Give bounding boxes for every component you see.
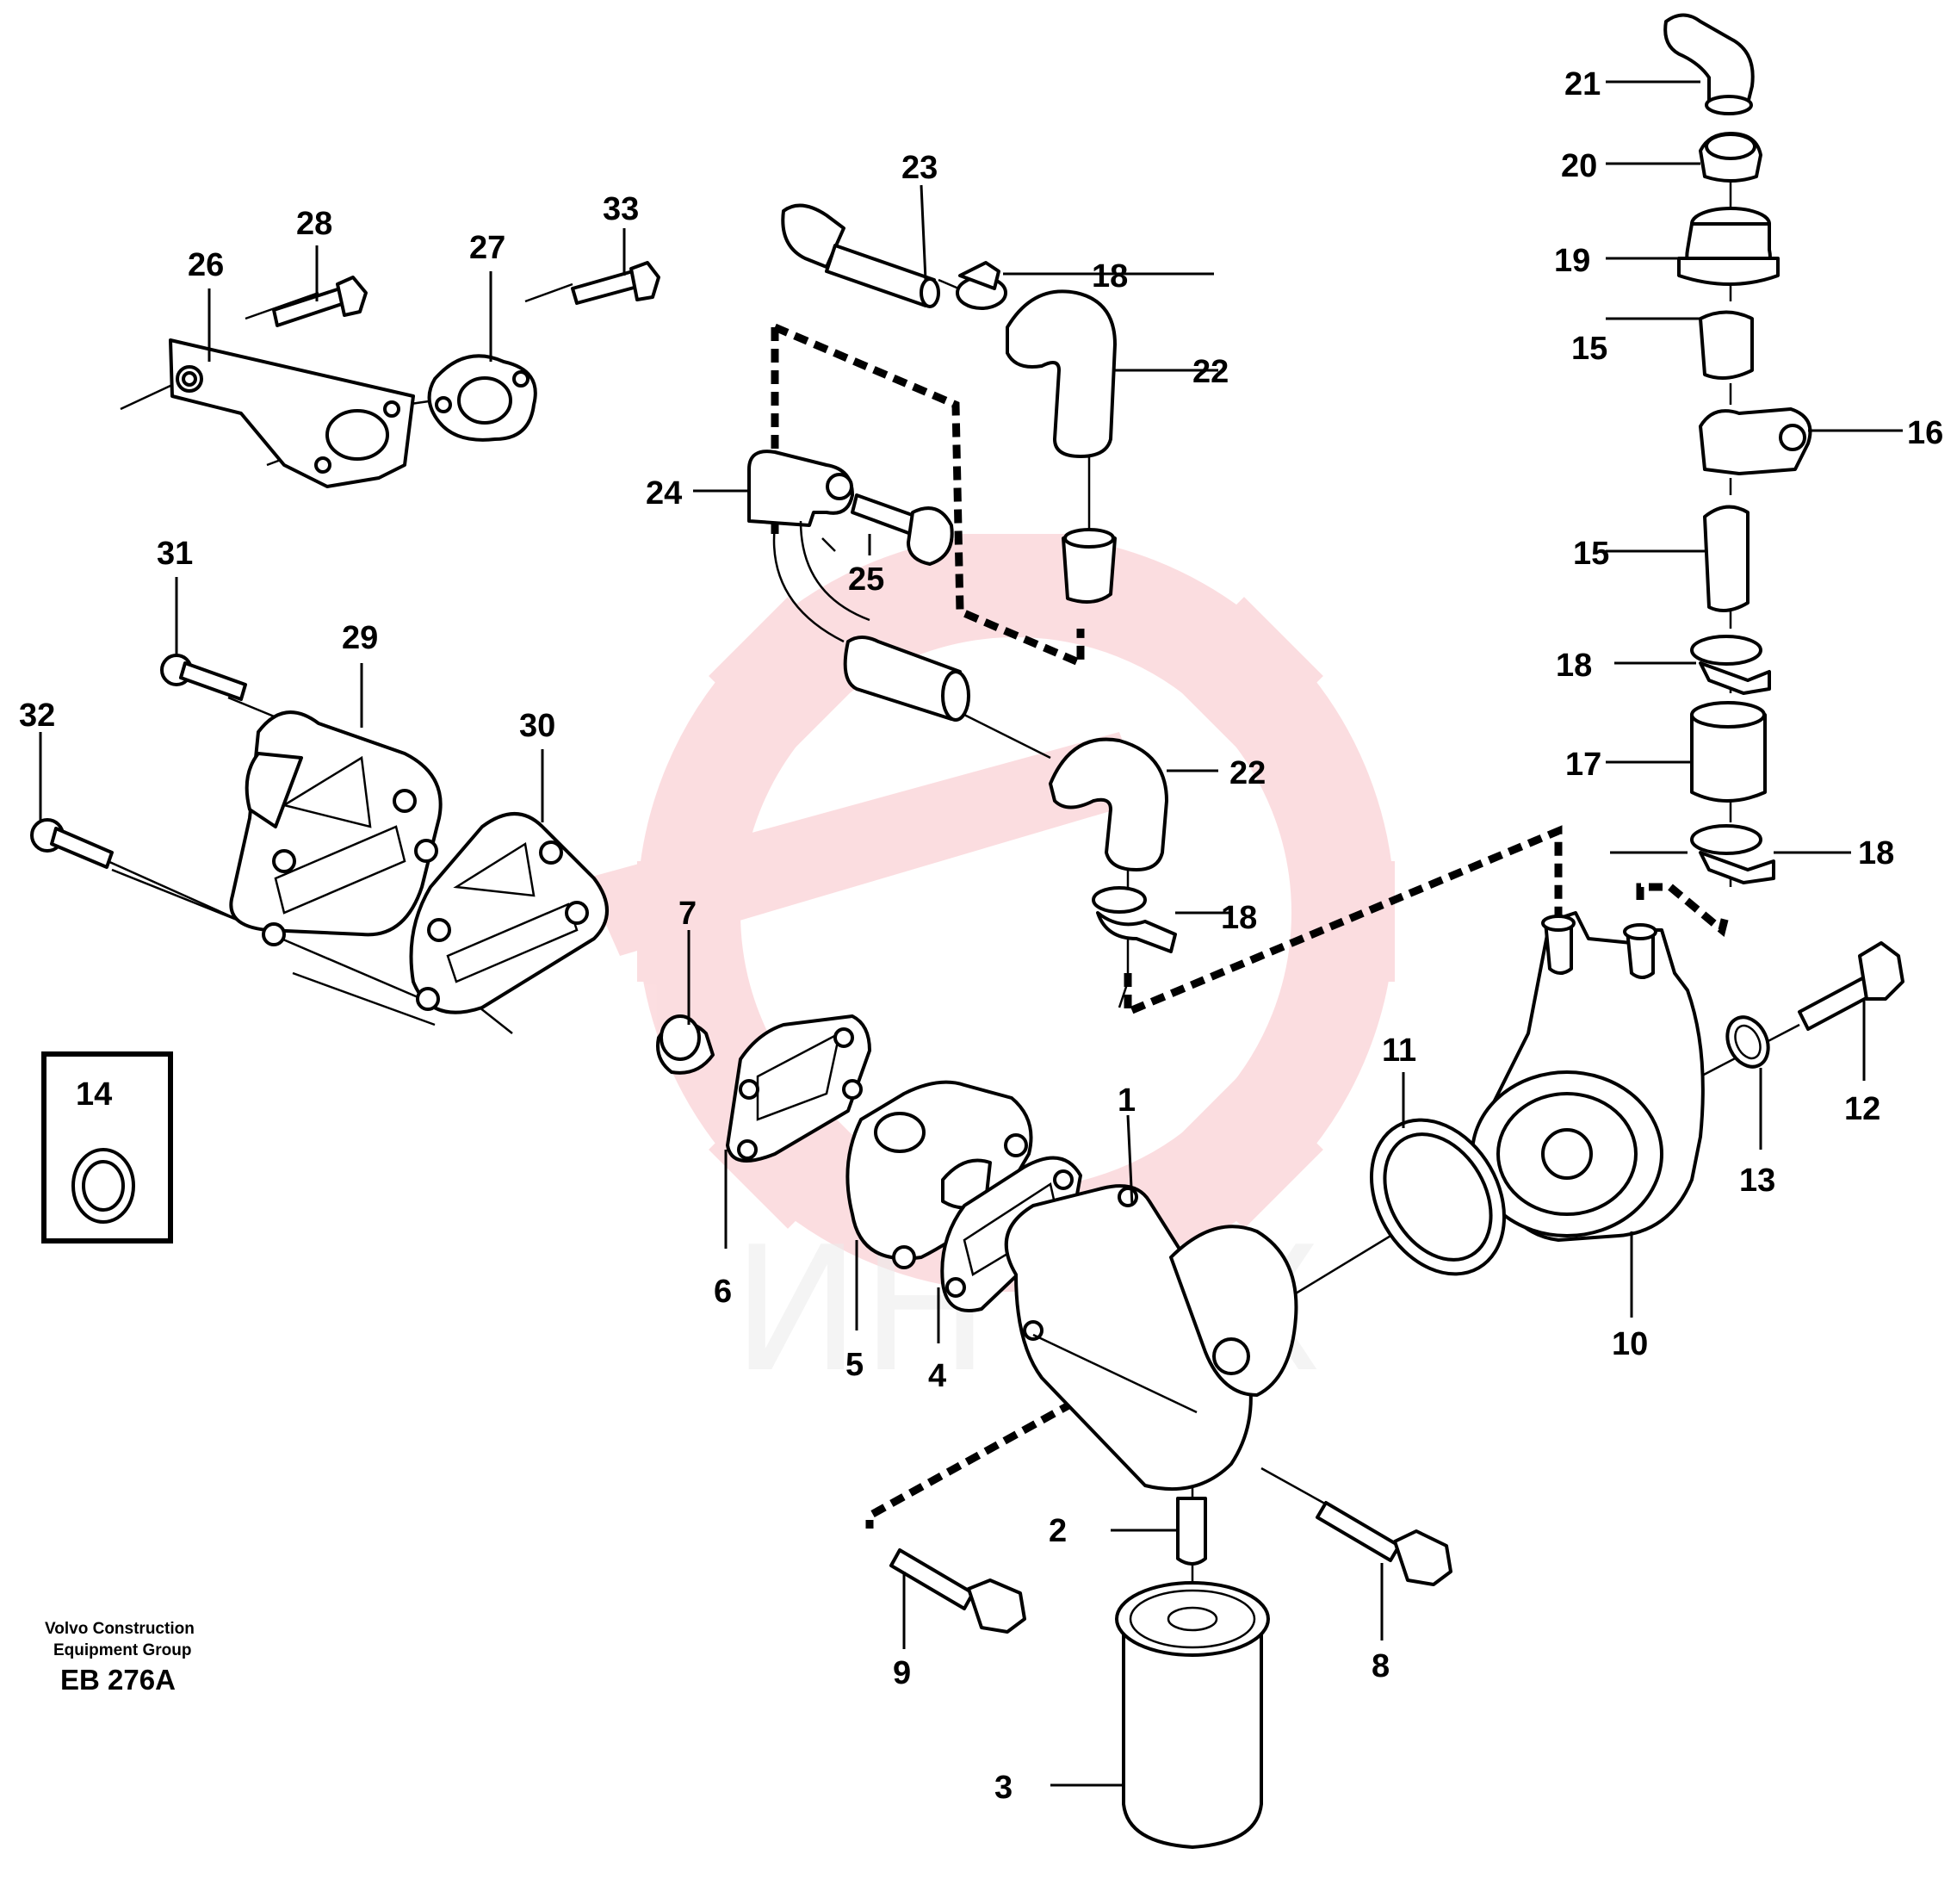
callout-8: 8 [1372, 1648, 1390, 1684]
footer-code: EB 276A [60, 1664, 176, 1696]
callout-10: 10 [1612, 1326, 1648, 1362]
part-9-bolt [889, 1548, 1026, 1634]
part-23-nipple [781, 203, 940, 308]
part-16-clip [1699, 407, 1812, 475]
callout-1: 1 [1118, 1082, 1136, 1119]
part-3-oil-filter [1115, 1581, 1270, 1849]
part-14-detail-box [41, 1051, 173, 1243]
part-11-seal-ring [1369, 1118, 1507, 1276]
callout-18c: 18 [1858, 835, 1894, 871]
callout-33: 33 [603, 191, 639, 227]
callout-11: 11 [1382, 1033, 1416, 1069]
part-10-oil-cooler [1471, 911, 1705, 1242]
part-26-bracket [169, 338, 415, 488]
callout-12: 12 [1844, 1091, 1880, 1127]
part-20-nut [1699, 132, 1762, 183]
callout-2: 2 [1049, 1513, 1067, 1549]
callout-18a: 18 [1092, 258, 1128, 295]
callout-9: 9 [893, 1655, 911, 1691]
part-sleeve-small [1062, 528, 1117, 604]
part-19-union [1677, 207, 1780, 286]
part-29-housing [229, 710, 443, 946]
part-7-plug [656, 1014, 715, 1075]
callout-6: 6 [714, 1274, 732, 1310]
callout-15b: 15 [1573, 536, 1609, 572]
footer-line1: Volvo Construction [45, 1620, 195, 1638]
part-21-elbow [1663, 13, 1755, 115]
callout-29: 29 [342, 620, 378, 656]
callout-25: 25 [848, 561, 884, 598]
part-30-gasket [409, 812, 609, 1014]
part-31-bolt [160, 654, 247, 701]
part-8-bolt [1316, 1501, 1452, 1586]
callout-26: 26 [188, 247, 224, 283]
part-18c-clamp [1690, 635, 1771, 695]
part-25-bolt [851, 493, 954, 566]
callout-13: 13 [1739, 1163, 1775, 1199]
part-18b-clamp [1092, 886, 1177, 953]
part-18a-clamp [956, 261, 1007, 310]
callout-23: 23 [901, 150, 938, 186]
callout-17: 17 [1565, 747, 1601, 783]
callout-4: 4 [928, 1358, 946, 1394]
part-12-bolt [1798, 941, 1904, 1031]
part-32-bolt [30, 818, 114, 869]
part-17-sleeve [1690, 701, 1767, 803]
part-27-flange-gasket [427, 354, 537, 442]
part-straight-hose [843, 636, 970, 722]
part-2-nipple [1176, 1497, 1207, 1566]
part-6-gasket [726, 1014, 871, 1163]
callout-22a: 22 [1192, 354, 1229, 390]
part-28-bolt [272, 276, 368, 327]
callout-18b: 18 [1556, 648, 1592, 684]
callout-7: 7 [678, 896, 697, 932]
callout-28: 28 [296, 206, 332, 242]
part-18d-clamp [1690, 824, 1775, 884]
callout-18d: 18 [1221, 900, 1257, 936]
callout-32: 32 [19, 698, 55, 734]
callout-22b: 22 [1229, 755, 1266, 791]
callout-27: 27 [469, 230, 505, 266]
callout-21: 21 [1564, 66, 1601, 102]
footer-line2: Equipment Group [53, 1641, 191, 1659]
footer: Volvo Construction Equipment Group EB 27… [45, 1620, 195, 1696]
part-1-filter-housing [1004, 1184, 1298, 1492]
part-24-clip [747, 450, 870, 643]
callout-24: 24 [646, 475, 682, 512]
part-15b-tube [1703, 505, 1750, 612]
callout-20: 20 [1561, 148, 1597, 184]
part-22a-elbow-hose [1006, 289, 1117, 458]
callout-leaders [39, 80, 1903, 1787]
callout-15a: 15 [1571, 331, 1607, 367]
callout-31: 31 [157, 536, 193, 572]
part-13-o-ring [1725, 1015, 1770, 1069]
part-22b-elbow-hose [1049, 737, 1168, 871]
callout-30: 30 [519, 708, 555, 744]
part-33-bolt [571, 261, 660, 305]
callout-16: 16 [1907, 415, 1943, 451]
callout-3: 3 [994, 1770, 1013, 1806]
callout-5: 5 [845, 1347, 864, 1383]
callout-14: 14 [76, 1076, 112, 1113]
callout-labels: 1 2 3 4 5 6 7 8 9 10 11 12 13 14 15 15 1… [19, 66, 1943, 1806]
part-15a-hose [1699, 310, 1754, 380]
callout-19: 19 [1554, 243, 1590, 279]
